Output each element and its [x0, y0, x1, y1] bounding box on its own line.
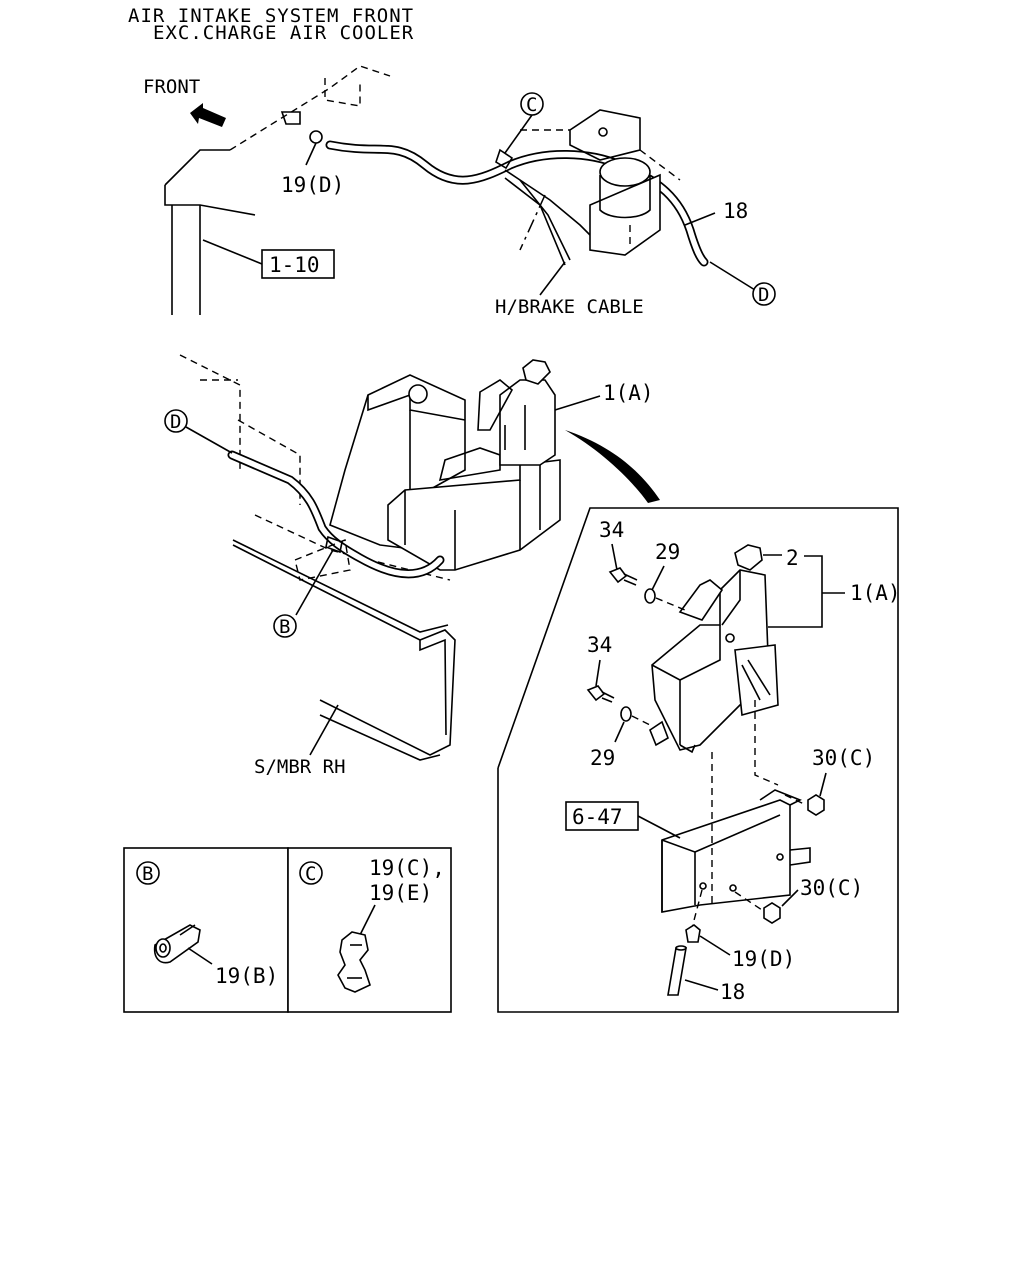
detail-b: B 19(B): [123, 847, 289, 1013]
mounting-bracket: [661, 799, 791, 913]
top-view: FRONT 19(D) C: [143, 65, 776, 318]
callout-c-detail: [299, 861, 323, 885]
label-30c-top: 30(C): [812, 746, 875, 770]
washer-29-mid-icon: [620, 706, 632, 722]
bolt-34-top-icon: [608, 567, 628, 584]
label-18-top: 18: [723, 199, 748, 223]
label-19c: 19(C),: [369, 856, 445, 880]
callout-c-top-text: C: [526, 94, 537, 116]
callout-d-top: [752, 282, 776, 306]
tank-bracket: [387, 459, 561, 571]
label-30c-bot: 30(C): [800, 876, 863, 900]
label-19b: 19(B): [215, 964, 278, 988]
label-34-top: 34: [599, 518, 624, 542]
label-19e: 19(E): [369, 881, 432, 905]
exploded-view: 2 1(A) 34 29 34 29: [497, 507, 901, 1013]
front-arrow-icon: [190, 103, 226, 127]
clip-19c-icon: [337, 931, 371, 993]
label-19d-exploded: 19(D): [732, 947, 795, 971]
exploded-frame: [497, 507, 899, 1013]
frame-label: S/MBR RH: [254, 756, 346, 778]
callout-d-mid: [164, 409, 188, 433]
label-1a-mid: 1(A): [603, 381, 654, 405]
clip-19d-icon: [309, 130, 323, 144]
diagram-title-line1: AIR INTAKE SYSTEM FRONT: [128, 5, 414, 27]
ref-box-6-47: [565, 801, 639, 831]
label-18-exploded: 18: [720, 980, 745, 1004]
detail-arrow-icon: [565, 430, 660, 503]
reservoir-filler-neck: [678, 579, 724, 621]
reservoir-tank-mid: [499, 379, 556, 466]
label-29-mid: 29: [590, 746, 615, 770]
tank-mount-tab: [734, 644, 779, 717]
callout-b-mid: [273, 614, 297, 638]
diagram-title-line2: EXC.CHARGE AIR COOLER: [153, 22, 414, 44]
callout-b-mid-text: B: [279, 616, 290, 638]
middle-view: 1(A) D B S/MBR RH: [164, 354, 660, 778]
reservoir-tank-top: [589, 173, 661, 256]
callout-b-detail: [136, 861, 160, 885]
detail-c: C 19(C), 19(E): [287, 847, 452, 1013]
reservoir-hose-mid: [229, 452, 443, 577]
hose-18-icon: [667, 947, 687, 996]
ref-1-10-text: 1-10: [269, 253, 320, 277]
label-34-mid: 34: [587, 633, 612, 657]
front-label: FRONT: [143, 76, 200, 98]
core-support-outline: [229, 65, 391, 151]
washer-29-top-icon: [644, 588, 656, 604]
nut-30c-top-icon: [807, 794, 825, 816]
ref-6-47-text: 6-47: [572, 805, 623, 829]
callout-d-mid-text: D: [170, 411, 181, 433]
label-2: 2: [786, 546, 799, 570]
brake-cable: [504, 169, 601, 246]
callout-b-detail-text: B: [142, 863, 153, 885]
callout-c-detail-text: C: [305, 863, 316, 885]
label-1a-exploded: 1(A): [850, 581, 901, 605]
cable-label: H/BRAKE CABLE: [495, 296, 644, 318]
callout-d-top-text: D: [758, 284, 769, 306]
label-19d-top: 19(D): [281, 173, 344, 197]
clip-19d-exploded-icon: [685, 924, 701, 943]
nut-30c-bot-icon: [763, 902, 781, 924]
ref-box-1-10: [261, 249, 335, 279]
label-29-top: 29: [655, 540, 680, 564]
bolt-34-mid-icon: [586, 685, 606, 702]
